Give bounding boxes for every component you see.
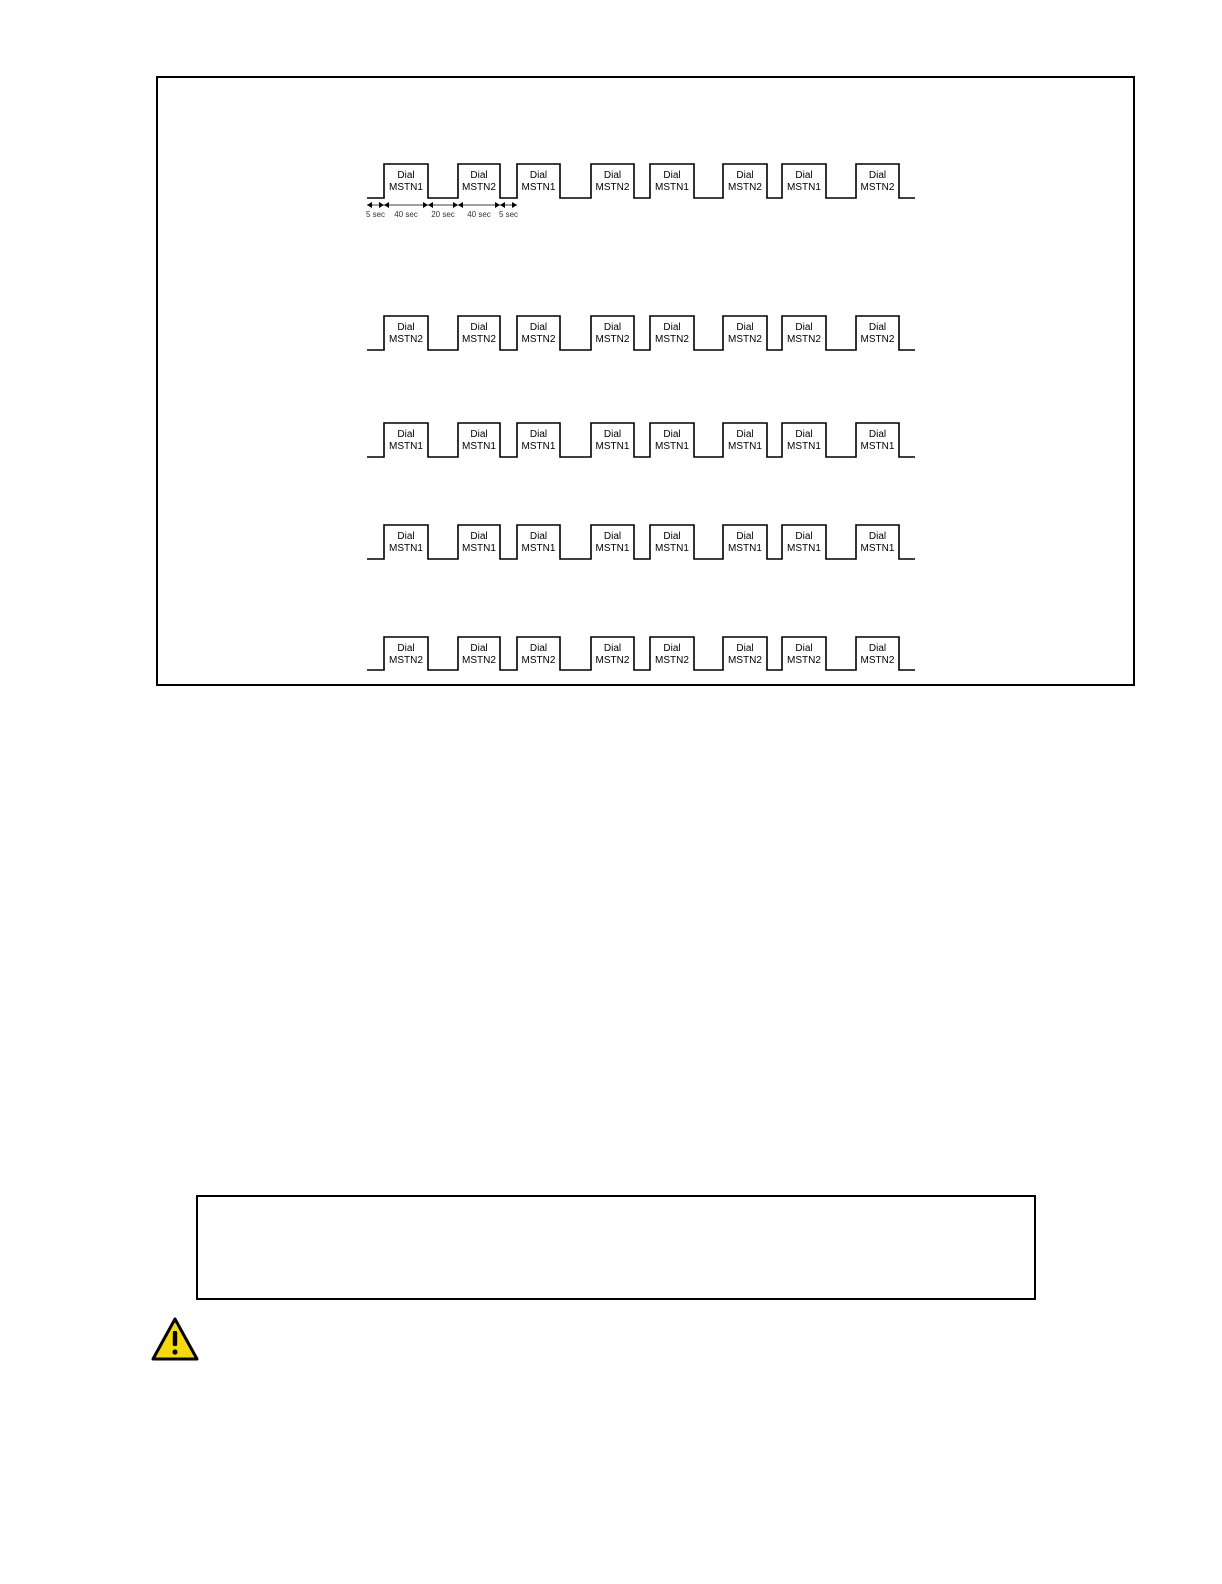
note-box xyxy=(196,1195,1036,1300)
dial-sequence-diagram xyxy=(156,76,1135,686)
warning-triangle-icon xyxy=(150,1316,200,1362)
